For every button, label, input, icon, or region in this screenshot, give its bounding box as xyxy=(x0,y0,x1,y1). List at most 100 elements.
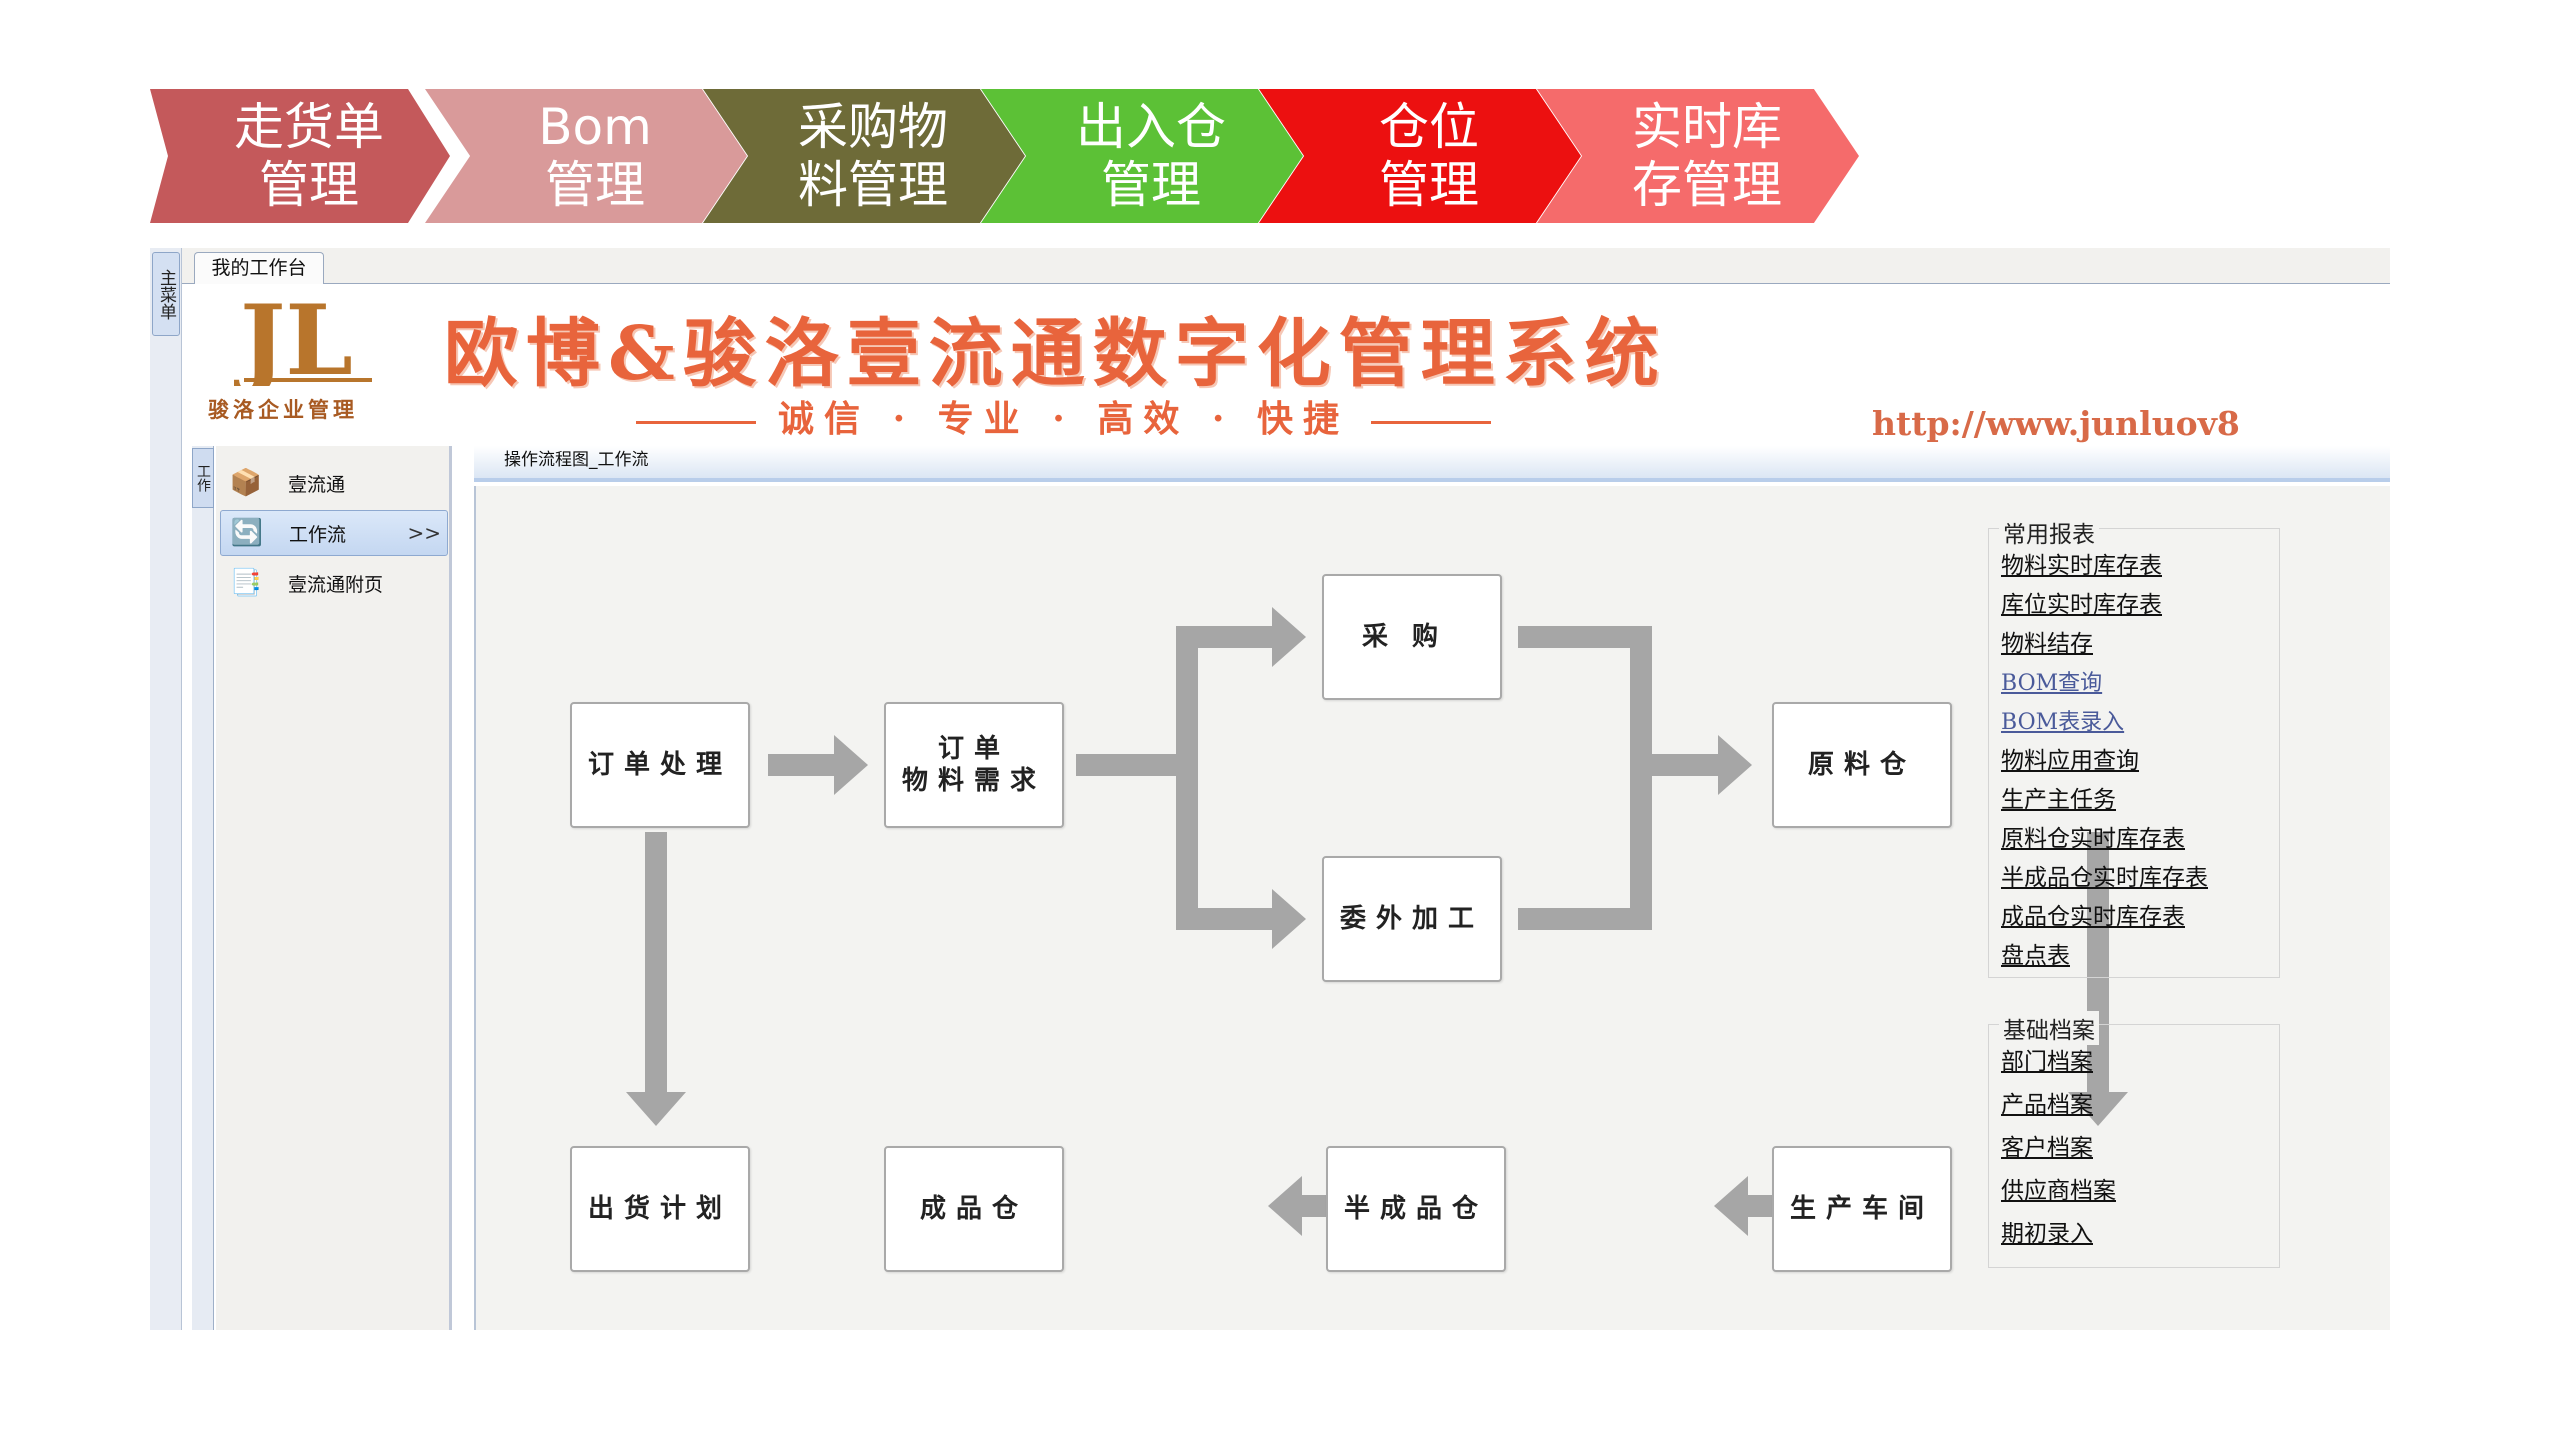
nav-item-workflow[interactable]: 🔄 工作流 >> xyxy=(220,510,448,556)
nav-item-label: 壹流通附页 xyxy=(288,573,384,596)
tab-my-workbench[interactable]: 我的工作台 xyxy=(194,252,324,284)
node-req-line2: 物料需求 xyxy=(901,766,1046,796)
archive-link[interactable]: 供应商档案 xyxy=(2001,1178,2116,1204)
report-link[interactable]: 物料实时库存表 xyxy=(2001,553,2162,579)
arrow-branch-vertical xyxy=(1176,626,1198,930)
arrow-order-to-ship-head xyxy=(626,1092,686,1126)
process-step-4[interactable]: 出入仓 管理 xyxy=(981,89,1303,223)
process-step-1-line2: 管理 xyxy=(259,156,359,214)
slogan-rule-right xyxy=(1370,420,1491,424)
slogan-dot-2: · xyxy=(1052,398,1075,440)
arrow-merge-bottom xyxy=(1518,908,1652,930)
nav-rail-tab[interactable]: 工作 xyxy=(192,448,214,508)
slogan-rule-left xyxy=(636,420,756,424)
process-step-3-line2: 料管理 xyxy=(798,156,948,214)
arrow-merge-stem xyxy=(1630,754,1720,776)
slogan-dot-1: · xyxy=(892,398,916,440)
process-step-4-line1: 出入仓 xyxy=(1076,98,1226,156)
arrow-merge-top xyxy=(1518,626,1652,648)
report-link[interactable]: BOM查询 xyxy=(2001,671,2103,696)
expand-chevron-icon[interactable]: >> xyxy=(407,521,441,545)
node-finished-warehouse[interactable]: 成品仓 xyxy=(884,1146,1064,1272)
arrow-order-to-ship xyxy=(645,832,667,1094)
report-link[interactable]: 生产主任务 xyxy=(2001,787,2116,813)
nav-panel: 📦 壹流通 🔄 工作流 >> 📑 壹流通附页 xyxy=(216,446,452,1330)
report-link[interactable]: 成品仓实时库存表 xyxy=(2001,904,2185,930)
node-semi-finished-warehouse[interactable]: 半成品仓 xyxy=(1326,1146,1506,1272)
nav-item-label: 工作流 xyxy=(289,523,347,546)
nav-item-label: 壹流通 xyxy=(288,473,346,496)
common-reports-title: 常用报表 xyxy=(1999,515,2099,549)
process-step-6[interactable]: 实时库 存管理 xyxy=(1537,89,1859,223)
process-step-2-line2: 管理 xyxy=(545,156,645,214)
process-step-5-line2: 管理 xyxy=(1379,156,1479,214)
company-logo: JL xyxy=(234,290,372,386)
arrow-branch-top xyxy=(1176,626,1274,648)
package-icon: 📦 xyxy=(229,468,263,498)
system-title: 欧博&骏洛壹流通数字化管理系统 xyxy=(444,311,1667,397)
node-order-processing[interactable]: 订单处理 xyxy=(570,702,750,828)
process-step-2-line1: Bom xyxy=(538,98,652,156)
arrow-req-stem xyxy=(1076,754,1188,776)
process-step-1-line1: 走货单 xyxy=(234,98,384,156)
system-slogan: 诚信 · 专业 · 高效 · 快捷 xyxy=(614,390,1513,442)
process-step-2[interactable]: Bom 管理 xyxy=(425,89,747,223)
slogan-dot-3: · xyxy=(1211,398,1235,440)
report-link[interactable]: 物料应用查询 xyxy=(2001,748,2139,774)
tab-strip: 我的工作台 xyxy=(182,248,2390,284)
nav-rail: 工作 xyxy=(192,446,214,1330)
arrow-merge-head xyxy=(1718,735,1752,795)
base-archives-title: 基础档案 xyxy=(1999,1011,2099,1045)
process-step-3[interactable]: 采购物 料管理 xyxy=(703,89,1025,223)
archive-link[interactable]: 期初录入 xyxy=(2001,1221,2093,1247)
node-req-line1: 订单 xyxy=(937,734,1010,764)
arrow-order-to-req xyxy=(768,754,836,776)
arrow-order-to-req-head xyxy=(834,735,868,795)
report-link[interactable]: 盘点表 xyxy=(2001,943,2070,969)
archive-link[interactable]: 部门档案 xyxy=(2001,1049,2093,1075)
nav-item-yiliutong-appendix[interactable]: 📑 壹流通附页 xyxy=(220,560,448,606)
process-step-5[interactable]: 仓位 管理 xyxy=(1259,89,1581,223)
system-banner: JL 骏洛企业管理 欧博&骏洛壹流通数字化管理系统 诚信 · 专业 · 高效 ·… xyxy=(182,284,2390,443)
slogan-word-3: 高效 xyxy=(1097,398,1190,440)
website-url: http://www.junluov8 xyxy=(1872,404,2240,443)
process-step-5-line1: 仓位 xyxy=(1379,98,1479,156)
base-archives-group: 基础档案 部门档案 产品档案 客户档案 供应商档案 期初录入 xyxy=(1988,1011,2280,1268)
workflow-header: 操作流程图_工作流 xyxy=(474,446,2390,482)
arrow-raw-to-workshop-head xyxy=(2068,1092,2128,1126)
main-menu-rail: 主菜单 xyxy=(150,248,182,1330)
report-link[interactable]: 半成品仓实时库存表 xyxy=(2001,865,2208,891)
workflow-area: 订单处理 订单 物料需求 采购 委外加工 原料仓 出货计划 成品仓 半成品仓 生… xyxy=(474,486,2390,1330)
arrow-merge-vertical xyxy=(1630,626,1652,930)
report-link[interactable]: 原料仓实时库存表 xyxy=(2001,826,2185,852)
process-step-1[interactable]: 走货单 管理 xyxy=(150,89,450,223)
process-step-3-line1: 采购物 xyxy=(798,98,948,156)
archive-link[interactable]: 客户档案 xyxy=(2001,1135,2093,1161)
arrow-branch-bottom xyxy=(1176,908,1274,930)
slogan-word-2: 专业 xyxy=(937,398,1030,440)
logo-subtitle: 骏洛企业管理 xyxy=(208,397,358,422)
process-step-4-line2: 管理 xyxy=(1101,156,1201,214)
app-window: 主菜单 我的工作台 JL 骏洛企业管理 欧博&骏洛壹流通数字化管理系统 诚信 ·… xyxy=(150,248,2390,1330)
slogan-word-4: 快捷 xyxy=(1256,398,1349,440)
process-step-6-line2: 存管理 xyxy=(1632,156,1782,214)
main-area: 我的工作台 JL 骏洛企业管理 欧博&骏洛壹流通数字化管理系统 诚信 · 专业 … xyxy=(182,248,2390,1330)
workflow-arrows xyxy=(626,607,2128,1236)
node-material-requirement[interactable]: 订单 物料需求 xyxy=(884,702,1064,828)
report-link[interactable]: BOM表录入 xyxy=(2001,710,2125,735)
node-production-workshop[interactable]: 生产车间 xyxy=(1772,1146,1952,1272)
archive-link[interactable]: 产品档案 xyxy=(2001,1092,2093,1118)
process-step-6-line1: 实时库 xyxy=(1632,98,1782,156)
node-shipping-plan[interactable]: 出货计划 xyxy=(570,1146,750,1272)
common-reports-group: 常用报表 物料实时库存表 库位实时库存表 物料结存 BOM查询 BOM表录入 物… xyxy=(1988,515,2280,978)
node-outsource[interactable]: 委外加工 xyxy=(1322,856,1502,982)
node-raw-warehouse[interactable]: 原料仓 xyxy=(1772,702,1952,828)
main-menu-tab[interactable]: 主菜单 xyxy=(152,252,180,336)
arrow-workshop-to-semi-head xyxy=(1714,1176,1748,1236)
node-purchase[interactable]: 采购 xyxy=(1322,574,1502,700)
arrow-branch-bottom-head xyxy=(1272,889,1306,949)
arrow-semi-to-finished-head xyxy=(1268,1176,1302,1236)
nav-item-yiliutong[interactable]: 📦 壹流通 xyxy=(220,460,448,506)
report-link[interactable]: 物料结存 xyxy=(2001,631,2093,657)
report-link[interactable]: 库位实时库存表 xyxy=(2001,592,2162,618)
